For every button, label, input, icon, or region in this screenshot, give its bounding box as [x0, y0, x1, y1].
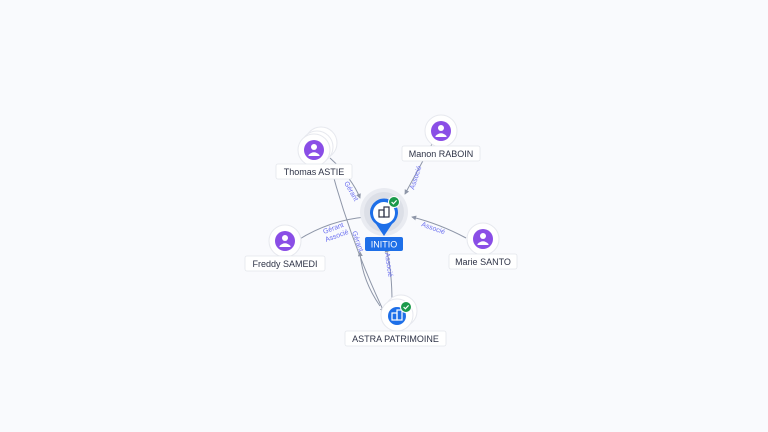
svg-text:Thomas ASTIE: Thomas ASTIE	[284, 167, 345, 177]
person-label-thomas: Thomas ASTIE	[275, 163, 353, 180]
person-node-freddy[interactable]	[268, 224, 302, 258]
person-icon	[304, 140, 324, 160]
svg-text:Freddy SAMEDI: Freddy SAMEDI	[252, 259, 317, 269]
check-badge-icon	[400, 301, 412, 313]
person-node-thomas[interactable]	[297, 126, 338, 167]
person-label-manon: Manon RABOIN	[401, 145, 481, 162]
company-node-astra[interactable]	[380, 294, 418, 332]
person-icon	[473, 229, 493, 249]
person-label-freddy: Freddy SAMEDI	[244, 255, 326, 272]
edge-label-manon-initio: Associé	[409, 165, 423, 191]
person-node-manon[interactable]	[424, 114, 458, 148]
person-icon	[275, 231, 295, 251]
center-company-label: INITIO	[365, 237, 403, 251]
svg-text:Manon RABOIN: Manon RABOIN	[409, 149, 474, 159]
edge-marie-initio	[411, 215, 467, 239]
edge-label-thomas-astra: Gérant	[350, 230, 364, 253]
edge-freddy-initio	[297, 214, 367, 241]
svg-text:ASTRA PATRIMOINE: ASTRA PATRIMOINE	[352, 334, 439, 344]
edge-thomas-astra	[329, 163, 385, 313]
check-badge-icon	[388, 196, 400, 208]
edge-label-astra-initio: Associé	[383, 252, 393, 277]
svg-text:Marie SANTO: Marie SANTO	[455, 257, 511, 267]
edge-astra-initio	[384, 247, 393, 303]
building-icon	[378, 206, 390, 218]
person-label-marie: Marie SANTO	[448, 253, 518, 270]
company-label-astra: ASTRA PATRIMOINE	[344, 330, 447, 347]
svg-text:INITIO: INITIO	[371, 240, 398, 250]
edge-astra-initio-2	[357, 251, 381, 307]
center-company-node[interactable]	[360, 188, 408, 236]
person-icon	[431, 121, 451, 141]
building-icon	[391, 309, 403, 321]
person-node-marie[interactable]	[466, 222, 500, 256]
